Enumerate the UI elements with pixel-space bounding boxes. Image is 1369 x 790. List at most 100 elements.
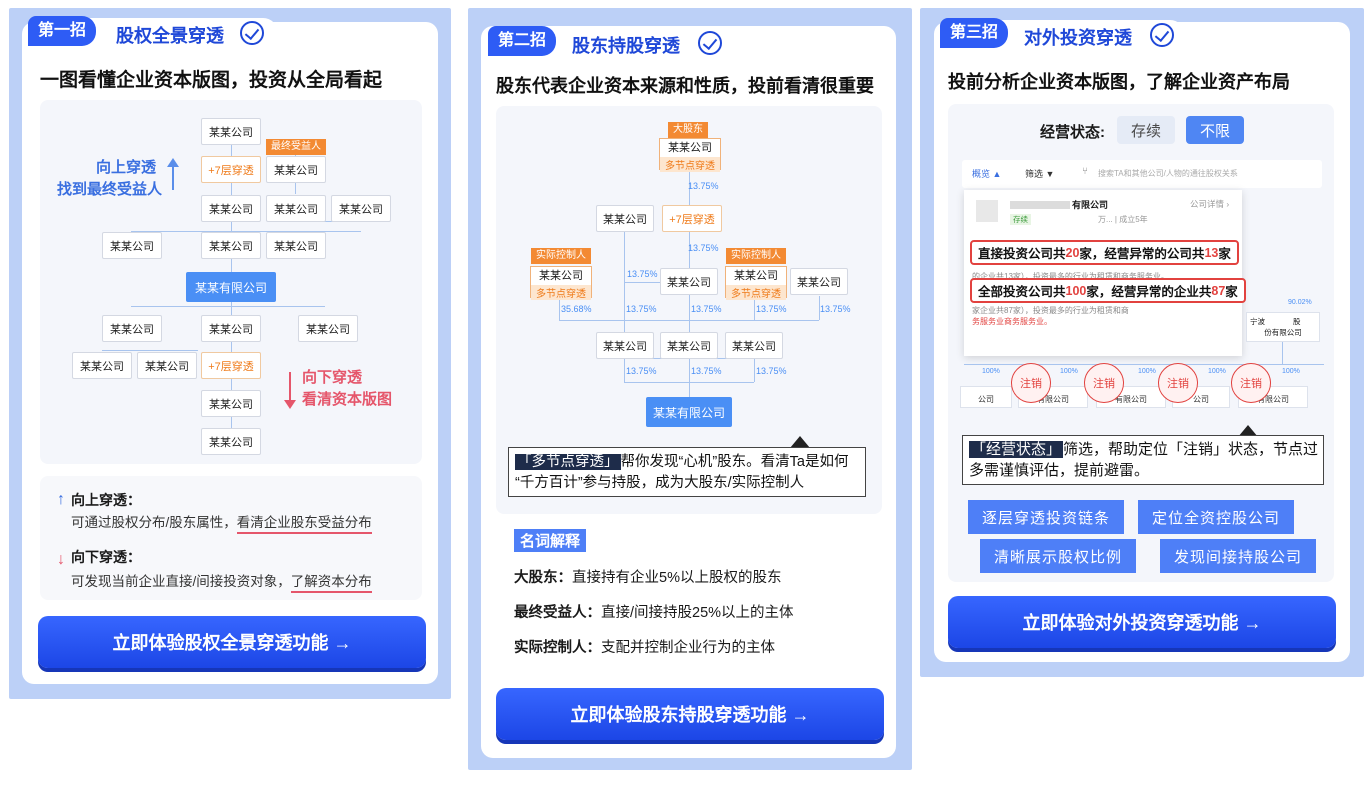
cancelled-badge: 注销 <box>1011 363 1051 403</box>
node-company[interactable]: 某某公司 <box>660 332 718 359</box>
node-layers[interactable]: +7层穿透 <box>662 205 722 232</box>
status-label: 经营状态: <box>1040 124 1105 141</box>
controller-tag: 实际控制人 <box>726 248 786 264</box>
node-company[interactable]: 某某公司 <box>72 352 132 379</box>
beneficiary-tag: 最终受益人 <box>266 139 326 155</box>
major-shareholder-tag: 大股东 <box>668 122 708 138</box>
node-company[interactable]: 某某公司 <box>201 315 261 342</box>
toolbar-overview[interactable]: 概览 ▲ <box>972 169 1002 179</box>
node-company[interactable]: 某某公司 <box>790 268 848 295</box>
company-meta: 万... | 成立5年 <box>1098 215 1148 224</box>
feature-chip[interactable]: 逐层穿透投资链条 <box>968 500 1124 534</box>
pct-label: 13.75% <box>756 366 787 376</box>
company-name: 有限公司 <box>1072 200 1109 210</box>
connector <box>295 221 361 222</box>
step-tag-1: 第一招 股权全景穿透 <box>28 16 278 48</box>
node-main-company[interactable]: 某某有限公司 <box>186 272 276 302</box>
info-panel <box>40 476 422 600</box>
glossary-item: 大股东：直接持有企业5%以上股权的股东 <box>514 570 782 586</box>
pct-label: 100% <box>982 368 1000 375</box>
info-down-row: 可发现当前企业直接/间接投资对象，了解资本分布 <box>71 570 372 593</box>
node-company[interactable]: 某某公司 <box>201 118 261 145</box>
node-multi-controller[interactable]: 某某公司 多节点穿透 <box>530 266 592 300</box>
cancelled-badge: 注销 <box>1231 363 1271 403</box>
node-ningbo[interactable]: 宁波股 份有限公司 <box>1246 312 1320 342</box>
status-option-all[interactable]: 不限 <box>1186 116 1244 144</box>
cancelled-badge: 注销 <box>1084 363 1124 403</box>
connector <box>102 350 198 351</box>
feature-chip[interactable]: 发现间接持股公司 <box>1160 539 1316 573</box>
callout-box: 「经营状态」筛选，帮助定位「注销」状态，节点过 多需谨慎评估，提前避雷。 <box>962 435 1324 485</box>
check-circle-icon <box>1150 23 1174 47</box>
callout-pointer <box>1238 425 1258 437</box>
node-company[interactable]: 某某公司 <box>201 390 261 417</box>
company-logo <box>976 200 998 222</box>
cta-button[interactable]: 立即体验股东持股穿透功能 → <box>496 688 884 740</box>
connector <box>559 320 819 321</box>
connector <box>131 231 361 232</box>
connector <box>624 358 625 382</box>
connector <box>131 306 325 307</box>
pct-label: 100% <box>1060 368 1078 375</box>
pct-label: 100% <box>1138 368 1156 375</box>
node-company-mini[interactable]: 公司 <box>960 386 1012 408</box>
step-tag-3: 第三招 对外投资穿透 <box>940 18 1185 50</box>
node-company[interactable]: 某某公司 <box>201 195 261 222</box>
node-layers[interactable]: +7层穿透 <box>201 352 261 379</box>
node-layers[interactable]: +7层穿透 <box>201 156 261 183</box>
down-arrow-small-icon: ↓ <box>57 551 65 568</box>
company-name-blur <box>1010 201 1070 209</box>
node-company[interactable]: 某某公司 <box>102 232 162 259</box>
pct-label: 100% <box>1282 368 1300 375</box>
node-company[interactable]: 某某公司 <box>266 195 326 222</box>
cta-button[interactable]: 立即体验股权全景穿透功能 → <box>38 616 426 668</box>
node-company[interactable]: 某某公司 <box>298 315 358 342</box>
cancelled-badge: 注销 <box>1158 363 1198 403</box>
step-title: 股东持股穿透 <box>572 36 680 56</box>
node-company[interactable]: 某某公司 <box>201 232 261 259</box>
up-arrow-small-icon: ↑ <box>57 491 65 508</box>
pct-label: 13.75% <box>626 304 657 314</box>
toolbar-filter[interactable]: 筛选 ▼ <box>1025 169 1055 179</box>
node-company[interactable]: 某某公司 <box>596 332 654 359</box>
info-up-row: 可通过股权分布/股东属性，看清企业股东受益分布 <box>71 511 372 534</box>
pct-label: 13.75% <box>691 304 722 314</box>
node-company[interactable]: 某某公司 <box>102 315 162 342</box>
node-company[interactable]: 某某公司 <box>596 205 654 232</box>
feature-chip[interactable]: 定位全资控股公司 <box>1138 500 1294 534</box>
node-company[interactable]: 某某公司 <box>266 232 326 259</box>
node-company[interactable]: 某某公司 <box>137 352 197 379</box>
callout-box: 「多节点穿透」帮你发现“心机”股东。看清Ta是如何 “千方百计”参与持股，成为大… <box>508 447 866 497</box>
pct-label: 13.75% <box>626 366 657 376</box>
arrow-down-icon <box>289 372 291 402</box>
connector <box>819 296 820 320</box>
background-text: 家企业共87家），投资最多的行业为租赁和商 <box>972 306 1129 315</box>
controller-tag: 实际控制人 <box>531 248 591 264</box>
status-option-active[interactable]: 存续 <box>1117 116 1175 144</box>
up-hint: 向上穿透 找到最终受益人 <box>56 159 162 198</box>
toolbar <box>962 160 1322 188</box>
node-company[interactable]: 某某公司 <box>660 268 718 295</box>
node-main-company[interactable]: 某某有限公司 <box>646 397 732 427</box>
company-detail-link[interactable]: 公司详情 › <box>1190 199 1230 209</box>
node-company[interactable]: 某某公司 <box>266 156 326 183</box>
node-company[interactable]: 某某公司 <box>201 428 261 455</box>
arrow-up-head <box>167 158 179 167</box>
node-multi-controller[interactable]: 某某公司 多节点穿透 <box>725 266 787 300</box>
node-company[interactable]: 某某公司 <box>331 195 391 222</box>
info-down-title: 向下穿透： <box>71 549 141 565</box>
check-circle-icon <box>698 31 722 55</box>
connector <box>624 382 754 383</box>
info-up-title: 向上穿透： <box>71 492 141 508</box>
toolbar-search[interactable]: 搜索TA和其他公司/人物的通往股权关系 <box>1098 169 1238 178</box>
node-multi-major[interactable]: 某某公司 多节点穿透 <box>659 138 721 172</box>
cta-button[interactable]: 立即体验对外投资穿透功能 → <box>948 596 1336 648</box>
company-badge: 存续 <box>1010 214 1031 225</box>
feature-chip[interactable]: 清晰展示股权比例 <box>980 539 1136 573</box>
pct-label: 13.75% <box>756 304 787 314</box>
card-headline: 投前分析企业资本版图，了解企业资产布局 <box>948 72 1290 92</box>
card-headline: 一图看懂企业资本版图，投资从全局看起 <box>40 70 383 91</box>
node-company[interactable]: 某某公司 <box>725 332 783 359</box>
pct-label: 13.75% <box>688 181 719 191</box>
step-number: 第三招 <box>940 18 1009 48</box>
